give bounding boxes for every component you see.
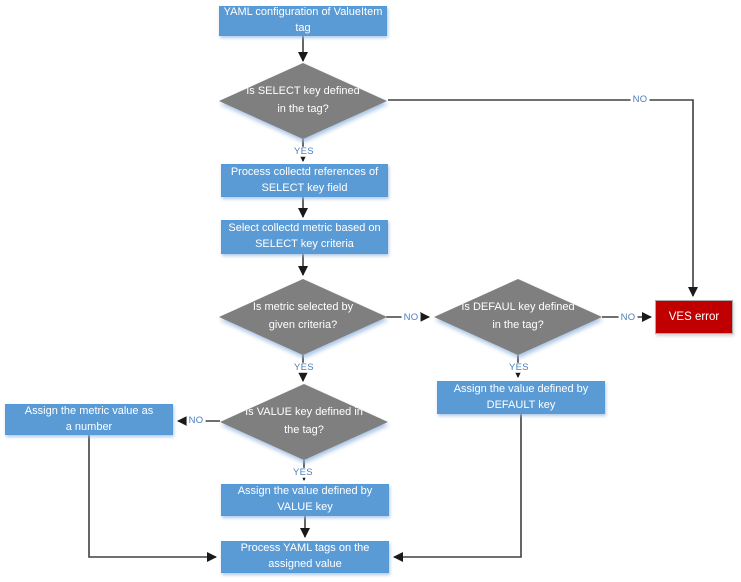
node-assign-value-label: Assign the value defined by VALUE key	[237, 485, 373, 513]
edge-label-select-yes: YES	[292, 145, 316, 158]
metric-selected-diamond: Is metric selected by given criteria?	[219, 279, 387, 355]
edge-label-default-yes: YES	[507, 361, 531, 374]
node-value-key-decision: Is VALUE key defined in the tag?	[220, 384, 388, 460]
node-assign-default-label: Assign the value defined by DEFAULT key	[453, 382, 589, 411]
node-metric-selected-label: Is metric selected by given criteria?	[252, 301, 354, 331]
node-assign-number: Assign the metric value as a number	[5, 404, 173, 435]
node-metric-selected-decision: Is metric selected by given criteria?	[219, 279, 387, 355]
node-ves-error: VES error	[655, 300, 733, 334]
node-value-key-label: Is VALUE key defined in the tag?	[245, 406, 363, 436]
node-default-key-label: Is DEFAUL key defined in the tag?	[461, 301, 575, 331]
node-assign-value: Assign the value defined by VALUE key	[221, 484, 389, 516]
edge-label-value-yes: YES	[291, 466, 315, 479]
node-process-tags-label: Process YAML tags on the assigned value	[240, 542, 370, 570]
edge-label-select-no: NO	[630, 93, 650, 106]
node-process-references-label: Process collectd references of SELECT ke…	[230, 165, 379, 194]
node-ves-error-label: VES error	[668, 310, 720, 323]
edge-label-metric-yes: YES	[292, 361, 316, 374]
node-assign-default: Assign the value defined by DEFAULT key	[437, 381, 605, 414]
node-select-key-label: Is SELECT key defined in the tag?	[246, 85, 360, 115]
node-select-key-decision: Is SELECT key defined in the tag?	[219, 63, 387, 139]
select-key-diamond: Is SELECT key defined in the tag?	[219, 63, 387, 139]
node-default-key-decision: Is DEFAUL key defined in the tag?	[434, 279, 602, 355]
node-select-metric-label: Select collectd metric based on SELECT k…	[228, 222, 381, 250]
edge-label-metric-no: NO	[401, 311, 421, 324]
default-key-diamond: Is DEFAUL key defined in the tag?	[434, 279, 602, 355]
node-process-tags: Process YAML tags on the assigned value	[221, 541, 389, 573]
node-yaml-config: YAML configuration of ValueItem tag	[219, 6, 387, 36]
connector-select-no-to-error	[388, 99, 698, 297]
connector-number-to-process	[88, 435, 217, 562]
connector-default-to-process	[393, 414, 522, 562]
node-assign-number-label: Assign the metric value as a number	[24, 404, 154, 433]
node-yaml-config-label: YAML configuration of ValueItem tag	[223, 6, 383, 34]
value-key-diamond: Is VALUE key defined in the tag?	[220, 384, 388, 460]
node-process-references: Process collectd references of SELECT ke…	[221, 164, 388, 197]
edge-label-default-no: NO	[618, 311, 638, 324]
edge-label-value-no: NO	[186, 414, 206, 427]
node-select-metric: Select collectd metric based on SELECT k…	[221, 220, 388, 254]
